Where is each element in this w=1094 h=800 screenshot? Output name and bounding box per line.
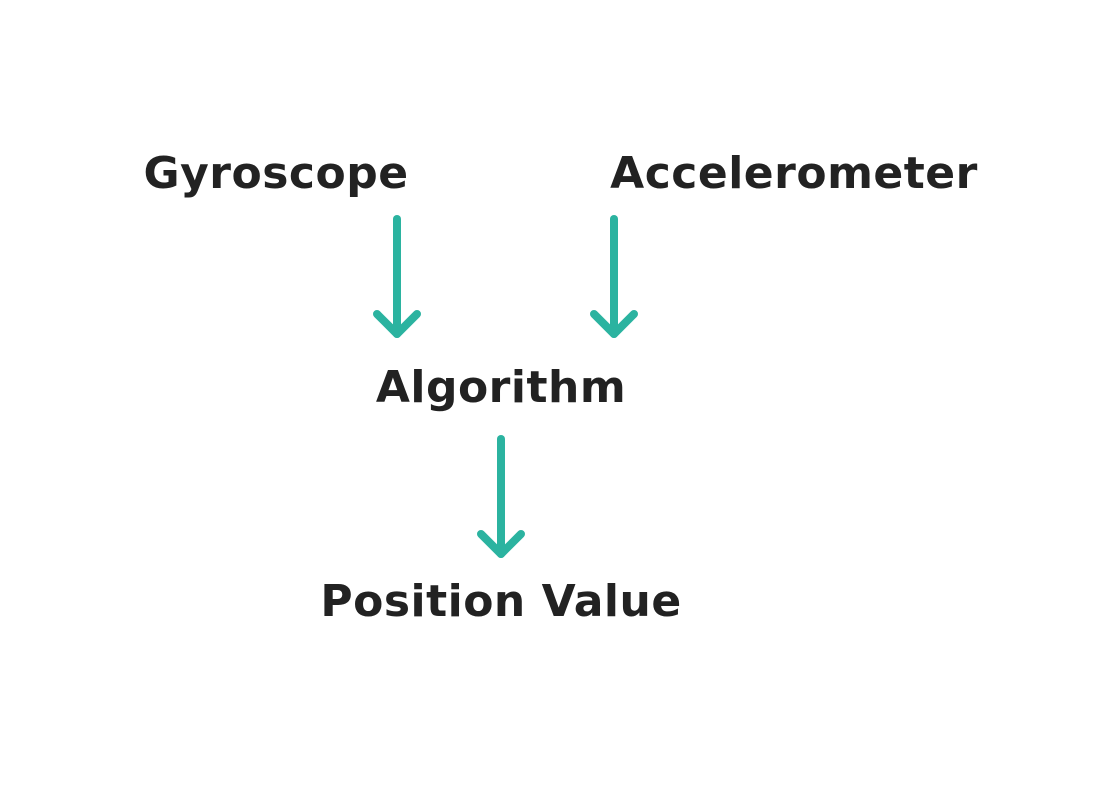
node-gyroscope: Gyroscope	[143, 148, 409, 199]
node-accelerometer: Accelerometer	[610, 148, 978, 199]
node-position-value: Position Value	[320, 576, 682, 627]
node-algorithm: Algorithm	[375, 362, 627, 413]
arrow-gyroscope-to-algorithm-icon	[373, 215, 421, 338]
arrow-algorithm-to-position-value-icon	[477, 435, 525, 558]
arrow-accelerometer-to-algorithm-icon	[590, 215, 638, 338]
